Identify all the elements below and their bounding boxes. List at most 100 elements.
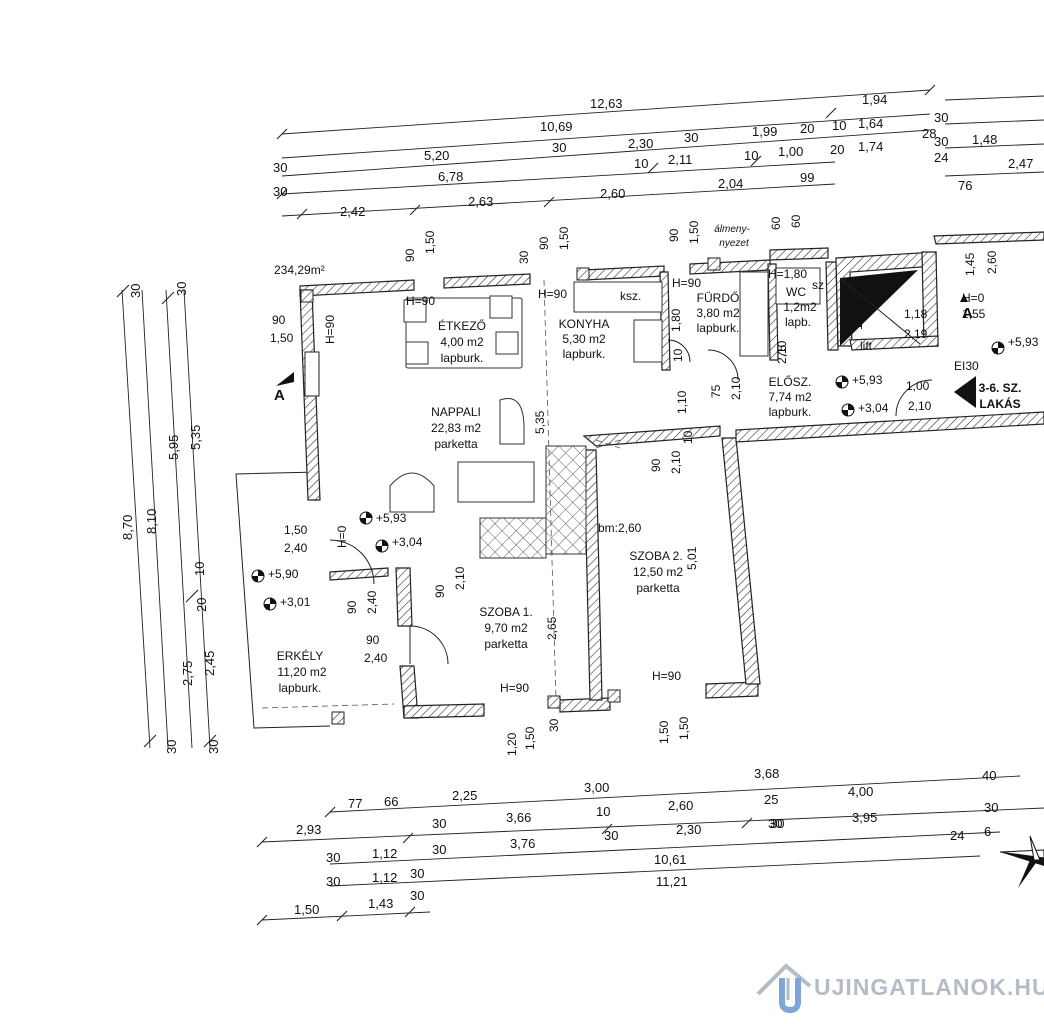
dim-top: 2,63 (468, 194, 493, 209)
ksz-label: ksz. (620, 289, 641, 303)
dim-bottom: 2,30 (676, 822, 701, 837)
dim-top: 6,78 (438, 169, 463, 184)
opening-dim: 2,10 (775, 340, 789, 364)
opening-dim: 2,10 (908, 399, 932, 413)
room-etkezo: ÉTKEZŐ 4,00 m2 lapburk. (438, 318, 486, 365)
opening-dim: 90 (403, 248, 417, 262)
dim-top: 2,11 (668, 152, 692, 167)
section-marker-a-right: A (960, 294, 973, 322)
ceiling-height: bm:2,60 (598, 521, 642, 535)
opening-dim: 1,18 (904, 307, 928, 321)
opening-dim: 1,00 (906, 379, 930, 393)
dim-top: 5,20 (424, 148, 449, 163)
level-value: +5,90 (268, 567, 299, 581)
opening-dim: 1,10 (675, 390, 689, 414)
level-marker-icon (835, 375, 849, 389)
dim-top: 2,04 (718, 176, 743, 191)
dim-bottom: 30 (326, 850, 340, 865)
level-value: +3,04 (392, 535, 423, 549)
dim-bottom: 30 (326, 874, 340, 889)
dim-bottom: 30 (768, 816, 782, 831)
dim-top: 10 (832, 118, 846, 133)
room-name: KONYHA (559, 317, 610, 331)
top-dimension-labels: 12,63 1,94 10,69 2,30 30 1,99 20 10 1,64… (273, 92, 1033, 219)
dim-top: 1,48 (972, 132, 997, 147)
opening-dim: 10 (681, 430, 695, 444)
dim-bottom: 1,12 (372, 870, 397, 885)
room-area: 7,74 m2 (768, 390, 812, 404)
annotations: H=90 H=90 H=90 H=90 H=90 H=1,80 H=0 H=90… (323, 224, 985, 695)
dim-bottom: 1,50 (294, 902, 319, 917)
dim-bottom: 30 (432, 816, 446, 831)
total-area: 234,29m² (274, 263, 325, 277)
opening-dimensions: 90 1,50 1,50 2,40 90 2,40 90 1,50 30 90 … (270, 214, 999, 756)
opening-dim: 1,50 (523, 726, 537, 750)
dim-left: 30 (206, 740, 221, 754)
opening-dim: 1,64 (851, 306, 865, 330)
dim-top: 20 (800, 121, 814, 136)
opening-dim: 2,65 (545, 616, 559, 640)
opening-dim: 1,50 (284, 523, 308, 537)
level-marker-icon (841, 403, 855, 417)
dim-top: 1,99 (752, 124, 777, 139)
room-szoba2: SZOBA 2. 12,50 m2 parketta (629, 549, 683, 595)
opening-dim: 75 (775, 344, 789, 358)
room-szoba1: SZOBA 1. 9,70 m2 parketta (479, 605, 532, 651)
opening-dim: 1,20 (505, 732, 519, 756)
balcony-outline (235, 471, 395, 729)
opening-dim: 2,10 (453, 566, 467, 590)
left-dimension-labels: 8,70 8,10 5,95 5,35 2,75 2,45 30 30 30 3… (120, 282, 221, 754)
opening-dim: 2,10 (669, 450, 683, 474)
dim-top: 30 (934, 110, 948, 125)
opening-dim: 2,40 (364, 651, 388, 665)
dim-bottom: 2,93 (296, 822, 321, 837)
level-value: +5,93 (852, 373, 883, 387)
level-marker-icon (359, 511, 373, 525)
sill-height: H=90 (406, 294, 435, 308)
dim-left: 30 (174, 282, 189, 296)
room-area: 1,2m2 (783, 300, 817, 314)
door-swings (329, 339, 933, 665)
room-area: 3,80 m2 (696, 306, 740, 320)
left-dimension-chains (116, 284, 217, 749)
dim-left: 5,35 (188, 425, 203, 450)
dim-left: 8,70 (120, 515, 135, 540)
room-name: NAPPALI (431, 405, 481, 419)
dim-top: 1,00 (778, 144, 803, 159)
dim-top: 30 (273, 160, 287, 175)
room-floor: parketta (484, 637, 528, 651)
bottom-dimension-chains (256, 775, 1044, 926)
watermark-logo: UJINGATLANOK.HU (752, 956, 1044, 1016)
dim-bottom: 25 (764, 792, 778, 807)
dim-bottom: 24 (950, 828, 964, 843)
dim-top: 24 (934, 150, 948, 165)
opening-dim: 60 (789, 214, 803, 228)
dim-top: 28 (922, 126, 936, 141)
dim-bottom: 30 (984, 800, 998, 815)
section-marker-a-left: A (274, 372, 294, 404)
dim-top: 2,42 (340, 204, 365, 219)
room-floor: parketta (636, 581, 680, 595)
lift-car (840, 270, 918, 346)
dim-bottom: 30 (604, 828, 618, 843)
dim-left: 5,95 (166, 435, 181, 460)
dim-top: 12,63 (590, 96, 623, 111)
sill-height: H=90 (538, 287, 567, 301)
fire-door-label: EI30 (954, 359, 979, 373)
logo-text: UJINGATLANOK.HU (814, 974, 1044, 1000)
sill-height: H=0 (335, 525, 349, 548)
dim-top: 2,47 (1008, 156, 1033, 171)
dim-top: 1,64 (858, 116, 883, 131)
room-nappali: NAPPALI 22,83 m2 parketta (431, 405, 481, 451)
dim-bottom: 40 (982, 768, 996, 783)
opening-dim: 1,45 (963, 252, 977, 276)
level-value: +3,01 (280, 595, 311, 609)
level-marker-icon (263, 597, 277, 611)
dim-left: 30 (128, 284, 143, 298)
level-marker-icon (375, 539, 389, 553)
opening-dim: 30 (517, 250, 531, 264)
dim-bottom: 3,66 (506, 810, 531, 825)
room-name: ERKÉLY (277, 648, 323, 663)
dim-top: 30 (273, 184, 287, 199)
